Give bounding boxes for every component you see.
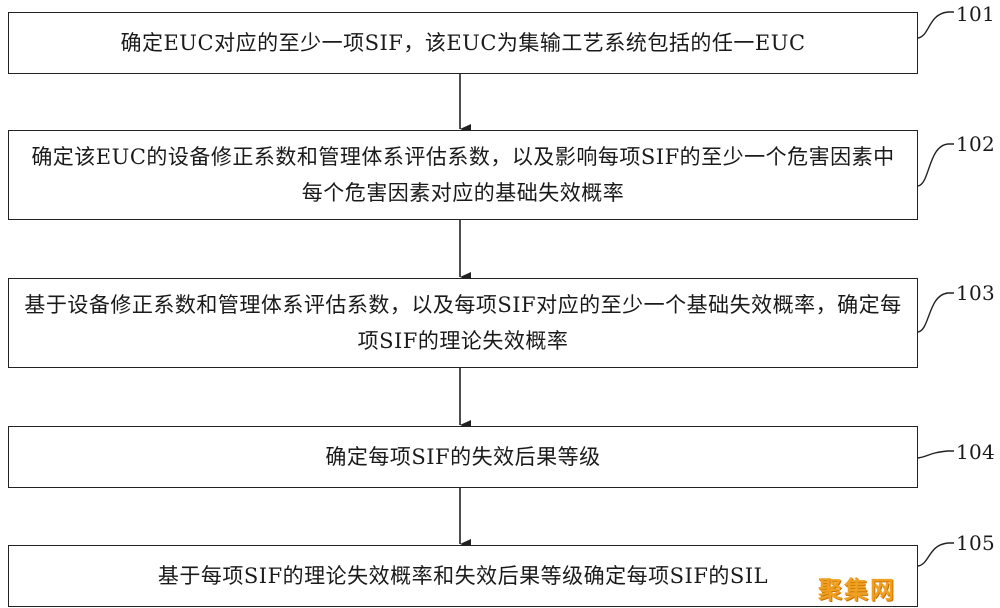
step-box-105: 基于每项SIF的理论失效概率和失效后果等级确定每项SIF的SIL	[8, 545, 918, 607]
step-text-101: 确定EUC对应的至少一项SIF，该EUC为集输工艺系统包括的任一EUC	[120, 31, 806, 55]
leader-105	[917, 542, 954, 567]
step-ref-102: 102	[956, 132, 996, 156]
step-ref-104: 104	[956, 440, 996, 464]
step-box-103: 基于设备修正系数和管理体系评估系数，以及每项SIF对应的至少一个基础失效概率，确…	[8, 278, 918, 368]
step-text-103: 基于设备修正系数和管理体系评估系数，以及每项SIF对应的至少一个基础失效概率，确…	[24, 293, 902, 353]
leader-101	[917, 11, 954, 39]
step-text-104: 确定每项SIF的失效后果等级	[325, 445, 601, 469]
step-ref-101: 101	[956, 2, 996, 26]
watermark-logo: 聚集网	[818, 576, 896, 604]
leader-102	[917, 143, 954, 187]
step-box-101: 确定EUC对应的至少一项SIF，该EUC为集输工艺系统包括的任一EUC	[8, 12, 918, 74]
leader-103	[917, 292, 954, 333]
step-ref-105: 105	[956, 531, 996, 555]
step-ref-103: 103	[956, 281, 996, 305]
step-box-102: 确定该EUC的设备修正系数和管理体系评估系数，以及影响每项SIF的至少一个危害因…	[8, 130, 918, 220]
step-box-104: 确定每项SIF的失效后果等级	[8, 426, 918, 488]
step-text-102: 确定该EUC的设备修正系数和管理体系评估系数，以及影响每项SIF的至少一个危害因…	[31, 145, 895, 205]
step-text-105: 基于每项SIF的理论失效概率和失效后果等级确定每项SIF的SIL	[157, 564, 769, 588]
leader-104	[917, 450, 954, 459]
